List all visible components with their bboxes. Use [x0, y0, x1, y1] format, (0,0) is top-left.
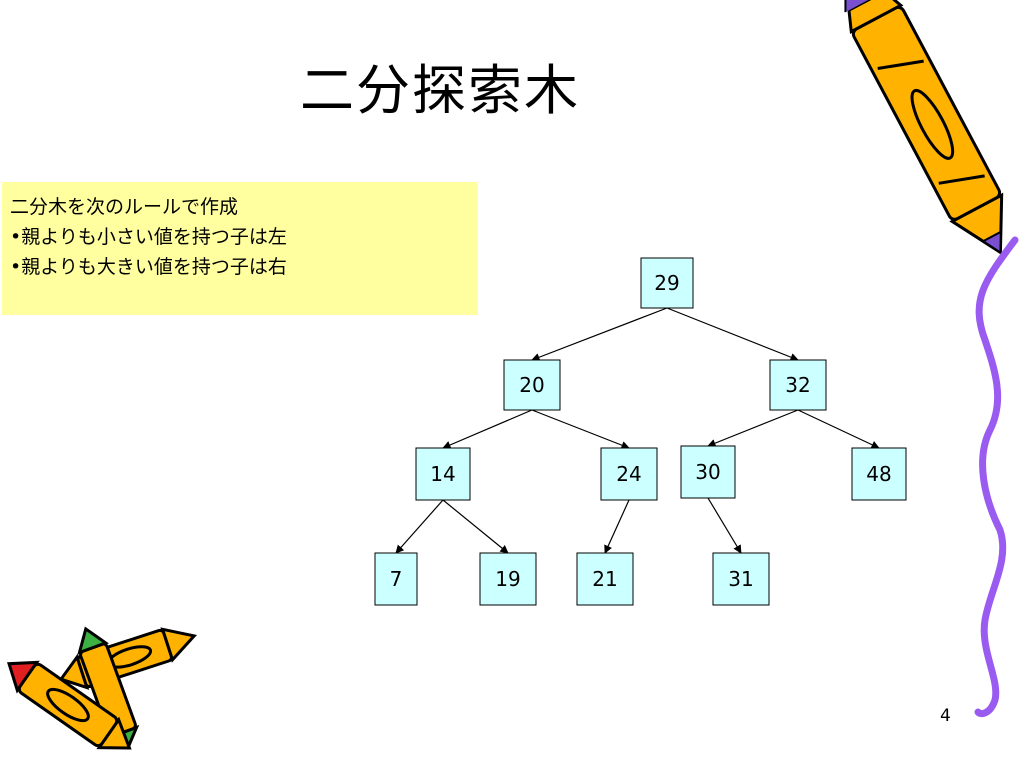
tree-node-19: 19 — [479, 552, 537, 606]
tree-nodes: 29 20 32 14 24 30 48 7 19 21 31 — [374, 257, 907, 606]
node-box — [640, 257, 694, 309]
node-value: 24 — [616, 462, 641, 486]
tree-edge-n14-n19 — [442, 499, 509, 554]
node-value: 30 — [695, 460, 720, 484]
slide-title: 二分探索木 — [300, 59, 580, 122]
note-line-3: •親よりも大きい値を持つ子は右 — [10, 256, 287, 278]
page-number: 4 — [940, 706, 951, 726]
tree-node-21: 21 — [576, 552, 634, 606]
node-box — [712, 552, 770, 606]
node-box — [503, 359, 561, 411]
node-box — [600, 447, 658, 501]
node-value: 14 — [430, 462, 455, 486]
node-box — [769, 359, 827, 411]
tree-node-20: 20 — [503, 359, 561, 411]
tree-node-30: 30 — [680, 445, 736, 499]
note-line-1: 二分木を次のルールで作成 — [10, 196, 239, 218]
node-box — [851, 447, 907, 501]
node-value: 31 — [728, 567, 753, 591]
note-line-2: •親よりも小さい値を持つ子は左 — [10, 226, 287, 248]
node-value: 7 — [390, 567, 403, 591]
node-box — [680, 445, 736, 499]
node-box — [479, 552, 537, 606]
tree-node-24: 24 — [600, 447, 658, 501]
tree-edge-n20-n14 — [442, 409, 533, 449]
tree-node-32: 32 — [769, 359, 827, 411]
tree-edge-n29-n32 — [666, 307, 799, 362]
tree-node-29: 29 — [640, 257, 694, 309]
tree-node-7: 7 — [374, 552, 418, 606]
node-box — [576, 552, 634, 606]
tree-edge-n32-n30 — [707, 409, 799, 448]
tree-edge-n14-n7 — [395, 499, 444, 554]
tree-node-48: 48 — [851, 447, 907, 501]
tree-edge-n32-n48 — [797, 409, 880, 449]
tree-edge-n24-n21 — [604, 499, 630, 554]
rule-note-box: 二分木を次のルールで作成 •親よりも小さい値を持つ子は左 •親よりも大きい値を持… — [2, 182, 478, 315]
tree-edge-n20-n24 — [531, 409, 630, 450]
node-value: 29 — [654, 271, 679, 295]
tree-edge-n30-n31 — [707, 497, 742, 554]
node-box — [415, 447, 471, 501]
node-box — [374, 552, 418, 606]
node-value: 20 — [519, 373, 544, 397]
node-value: 32 — [785, 373, 810, 397]
tree-edge-n29-n20 — [531, 307, 668, 362]
node-value: 21 — [592, 567, 617, 591]
tree-node-31: 31 — [712, 552, 770, 606]
node-value: 19 — [495, 567, 520, 591]
node-value: 48 — [866, 462, 891, 486]
tree-edges — [395, 307, 880, 554]
tree-node-14: 14 — [415, 447, 471, 501]
